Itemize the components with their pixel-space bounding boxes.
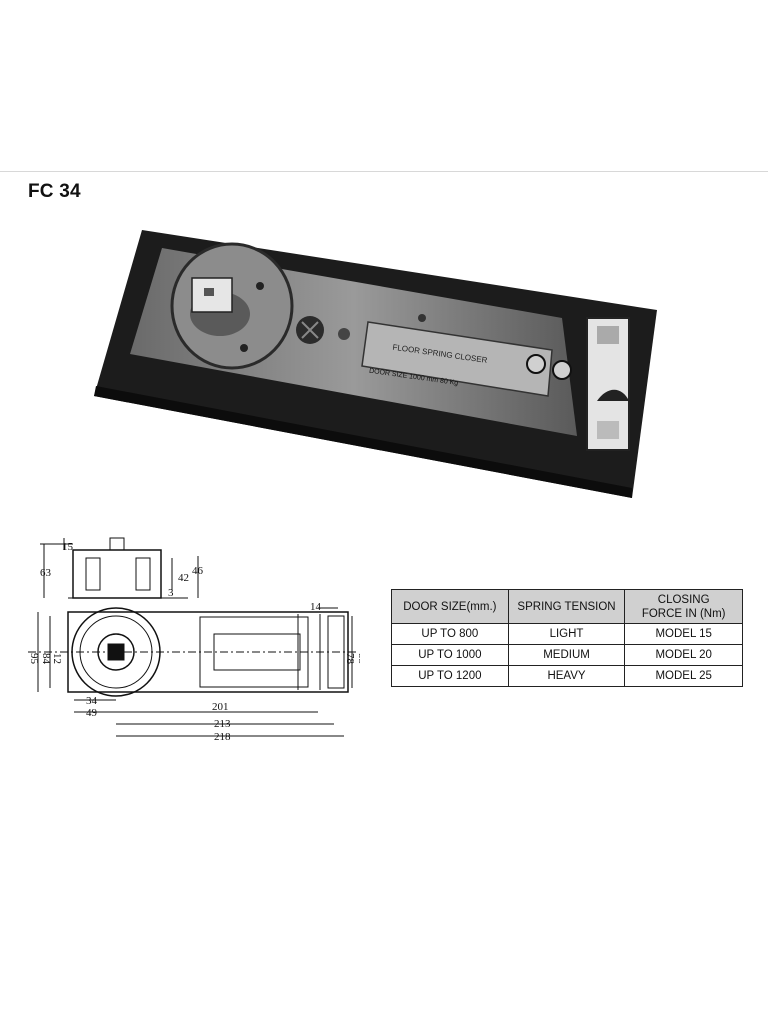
page-title: FC 34 <box>28 181 81 202</box>
header-spring-tension: SPRING TENSION <box>507 589 626 624</box>
header-door-size: DOOR SIZE(mm.) <box>391 589 509 624</box>
dim-49: 49 <box>86 707 98 719</box>
dim-14: 14 <box>310 601 322 613</box>
dim-218: 218 <box>214 731 231 743</box>
dim-213: 213 <box>214 718 231 730</box>
dim-46: 46 <box>192 565 204 577</box>
spindle-circle <box>71 607 161 697</box>
dim-95: 95 <box>28 653 40 665</box>
product-photo: FLOOR SPRING CLOSER DOOR SIZE 1000 mm 80… <box>94 230 657 498</box>
dim-12: 12 <box>51 653 63 664</box>
spec-table: DOOR SIZE(mm.) SPRING TENSION CLOSING FO… <box>391 589 743 687</box>
header-closing: CLOSING <box>657 593 710 606</box>
cell-spring-tension: LIGHT <box>507 623 626 645</box>
dim-83: 83 <box>356 653 360 665</box>
header-closing-force: CLOSING FORCE IN (Nm) <box>624 589 743 624</box>
dim-42: 42 <box>178 572 189 584</box>
cell-model: MODEL 15 <box>624 623 743 645</box>
dim-3: 3 <box>168 587 174 599</box>
cell-door-size: UP TO 800 <box>391 623 509 645</box>
dim-78: 78 <box>344 653 356 665</box>
cell-model: MODEL 20 <box>624 644 743 666</box>
dim-84: 84 <box>40 653 52 665</box>
table-header-row: DOOR SIZE(mm.) SPRING TENSION CLOSING FO… <box>391 589 743 624</box>
table-row: UP TO 1200 HEAVY MODEL 25 <box>391 665 743 687</box>
header-force: FORCE IN (Nm) <box>641 607 726 620</box>
brand-plate <box>361 321 553 397</box>
cell-door-size: UP TO 1200 <box>391 665 509 687</box>
table-row: UP TO 1000 MEDIUM MODEL 20 <box>391 644 743 666</box>
cell-door-size: UP TO 1000 <box>391 644 509 666</box>
cell-model: MODEL 25 <box>624 665 743 687</box>
top-divider <box>0 171 768 172</box>
cell-spring-tension: HEAVY <box>507 665 626 687</box>
dim-15: 15 <box>62 541 74 553</box>
dim-34: 34 <box>86 695 98 707</box>
dim-201: 201 <box>212 701 229 713</box>
table-row: UP TO 800 LIGHT MODEL 15 <box>391 623 743 645</box>
technical-drawing: 15 63 42 46 3 95 84 12 14 78 83 34 49 20… <box>28 537 360 743</box>
cell-spring-tension: MEDIUM <box>507 644 626 666</box>
dim-63: 63 <box>40 567 52 579</box>
